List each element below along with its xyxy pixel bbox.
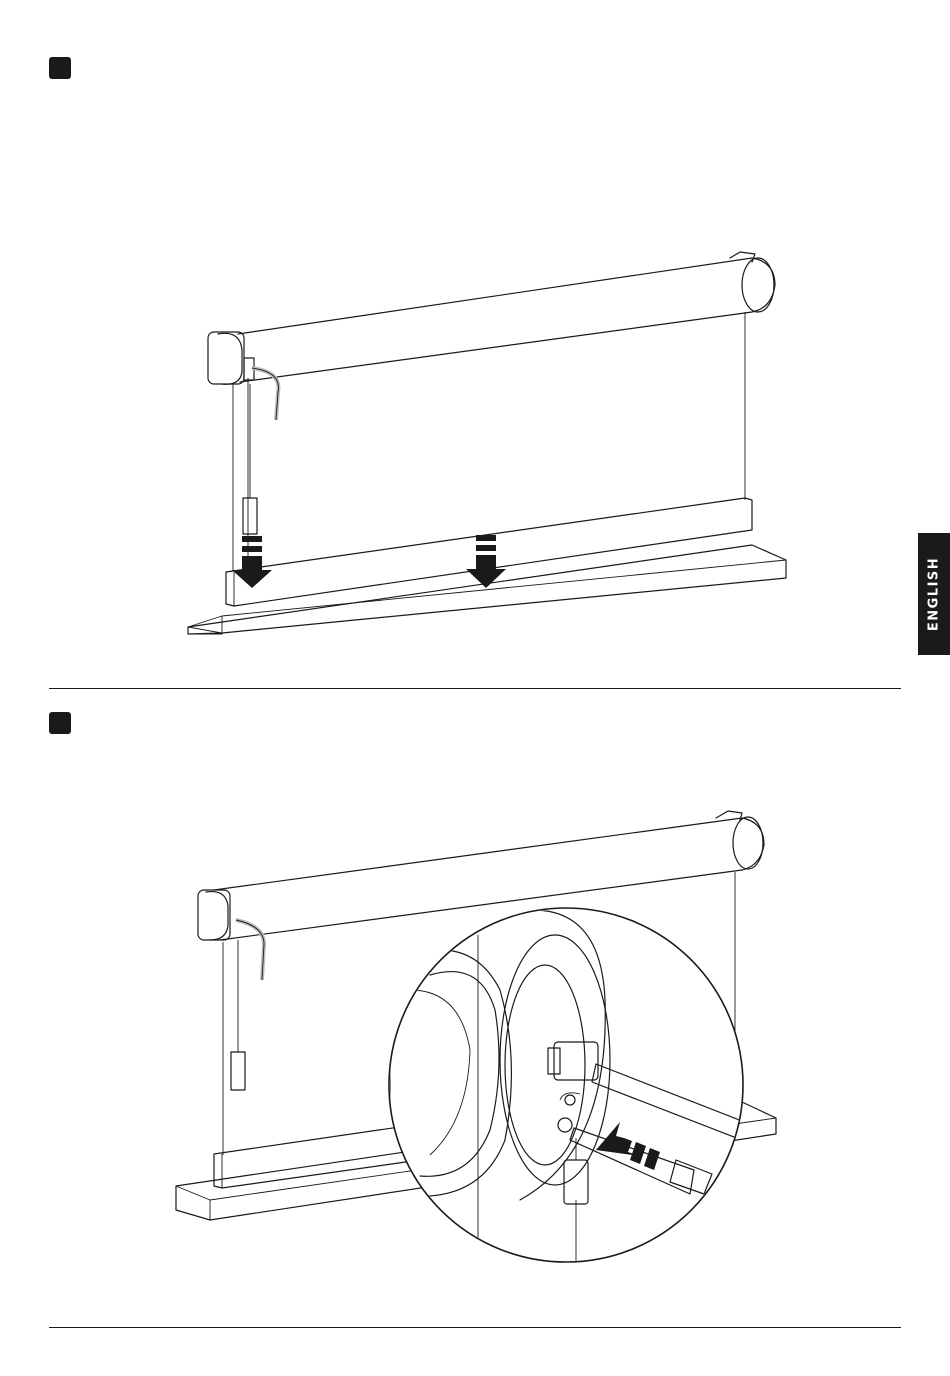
step-1-marker-icon xyxy=(49,57,71,79)
language-tab: ENGLISH xyxy=(918,533,950,655)
down-arrow-icon xyxy=(466,535,506,588)
charger-connection-illustration xyxy=(0,800,800,1280)
section-divider xyxy=(49,1327,901,1328)
down-arrow-icon xyxy=(232,536,272,588)
section-divider xyxy=(49,688,901,689)
cord-weight xyxy=(243,498,257,534)
charging-cable xyxy=(252,368,278,420)
roller-tube xyxy=(238,252,775,382)
blind-fabric xyxy=(248,312,745,564)
step-2-marker-icon xyxy=(49,712,71,734)
blind-lowering-illustration xyxy=(0,240,800,640)
motor-head xyxy=(208,332,254,384)
magnified-detail-view xyxy=(389,908,760,1262)
language-tab-label: ENGLISH xyxy=(927,557,942,631)
